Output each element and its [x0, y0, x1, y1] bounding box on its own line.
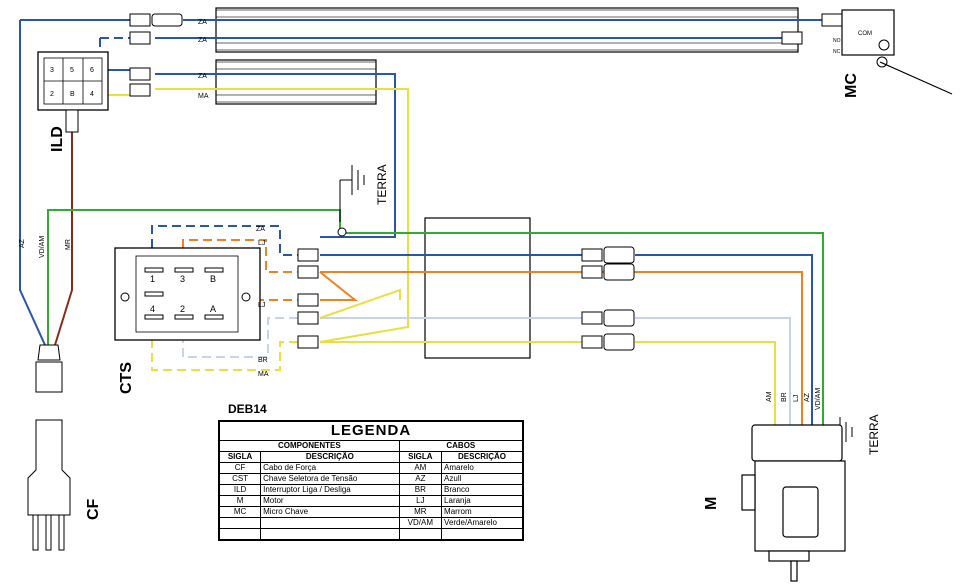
- ild-switch: [37, 51, 109, 133]
- label-cts: CTS: [118, 362, 135, 394]
- ground-label-upper: TERRA: [375, 164, 389, 205]
- cts-wire-tag-2: LJ: [258, 240, 265, 247]
- legend-col-descricao: DESCRIÇÃO: [441, 451, 523, 463]
- cable-sigla: AM: [398, 462, 443, 474]
- cts-terminal-b: B: [210, 274, 216, 284]
- component-sigla: [218, 517, 262, 529]
- cable-descricao: Azull: [441, 473, 523, 485]
- component-sigla: ILD: [218, 484, 262, 496]
- ground-label-motor: TERRA: [867, 414, 881, 455]
- component-descricao: [260, 528, 400, 540]
- top-insulation-strip: [215, 7, 799, 53]
- motor-wire-label-3: LJ: [793, 395, 800, 402]
- cf-cable-label-3: MR: [65, 239, 72, 250]
- cable-sigla: MR: [398, 506, 443, 518]
- cable-sigla: [398, 528, 443, 540]
- component-descricao: Motor: [260, 495, 400, 507]
- label-mc: MC: [843, 73, 860, 98]
- cable-sigla: VD/AM: [398, 517, 443, 529]
- ground-symbol-upper: [337, 165, 365, 237]
- component-descricao: Cabo de Força: [260, 462, 400, 474]
- cts-selector-switch: [114, 247, 261, 341]
- label-motor: M: [703, 497, 720, 510]
- cable-descricao: Laranja: [441, 495, 523, 507]
- ild-terminal-5: 5: [70, 67, 74, 74]
- wire-tag-1: ZA: [198, 19, 207, 26]
- motor-wire-label-1: AM: [766, 391, 773, 402]
- legend-row: [218, 528, 523, 540]
- diagram-code: DEB14: [228, 402, 267, 416]
- ild-terminal-4: 4: [90, 91, 94, 98]
- right-insulation-block: [424, 217, 531, 359]
- cable-descricao: Marrom: [441, 506, 523, 518]
- cts-terminal-1: 1: [150, 274, 155, 284]
- component-descricao: [260, 517, 400, 529]
- component-sigla: MC: [218, 506, 262, 518]
- connectors: [129, 13, 843, 351]
- cable-sigla: AZ: [398, 473, 443, 485]
- legend-components-header: COMPONENTES: [219, 440, 400, 452]
- component-sigla: CF: [218, 462, 262, 474]
- cable-sigla: BR: [398, 484, 443, 496]
- component-descricao: Micro Chave: [260, 506, 400, 518]
- cable-descricao: Branco: [441, 484, 523, 496]
- legend-col-descricao: DESCRIÇÃO: [260, 451, 400, 463]
- component-sigla: [218, 528, 262, 540]
- ild-terminal-6: 6: [90, 67, 94, 74]
- cts-terminal-2: 2: [180, 304, 185, 314]
- component-descricao: Chave Seletora de Tensão: [260, 473, 400, 485]
- mc-terminal-no: NO: [833, 38, 841, 44]
- cf-cable-label-2: VD/AM: [39, 236, 46, 258]
- legend-col-sigla: SIGLA: [218, 451, 262, 463]
- mid-insulation-strip: [215, 59, 377, 105]
- cts-terminal-a: A: [210, 304, 216, 314]
- ild-terminal-3: 3: [50, 67, 54, 74]
- legend-title: LEGENDA: [219, 421, 523, 441]
- component-sigla: M: [218, 495, 262, 507]
- ild-terminal-2: 2: [50, 91, 54, 98]
- mc-terminal-nc: NC: [833, 49, 841, 55]
- label-cf: CF: [85, 498, 102, 520]
- cable-descricao: [441, 528, 523, 540]
- component-descricao: Interruptor Liga / Desliga: [260, 484, 400, 496]
- cts-wire-tag-3: LJ: [258, 302, 265, 309]
- motor-wire-label-5: VD/AM: [815, 388, 822, 410]
- motor: [741, 424, 846, 582]
- wire-tag-3: ZA: [198, 73, 207, 80]
- cable-sigla: LJ: [398, 495, 443, 507]
- wire-tag-2: ZA: [198, 37, 207, 44]
- cable-descricao: Amarelo: [441, 462, 523, 474]
- mc-terminal-com: COM: [858, 31, 872, 37]
- legend-col-sigla: SIGLA: [398, 451, 443, 463]
- cts-terminal-3: 3: [180, 274, 185, 284]
- motor-wire-label-4: AZ: [804, 392, 811, 402]
- ild-terminal-b: B: [70, 91, 75, 98]
- legend-cables-header: CABOS: [398, 440, 524, 452]
- cf-cable-label-1: AZ: [19, 238, 26, 248]
- wire-tag-4: MA: [198, 93, 209, 100]
- power-plug: [27, 344, 71, 551]
- micro-switch: [841, 9, 953, 95]
- component-sigla: CST: [218, 473, 262, 485]
- cts-wire-tag-5: MA: [258, 371, 269, 378]
- label-ild: ILD: [49, 126, 66, 152]
- cts-wire-tag-4: BR: [258, 357, 268, 364]
- legend-table: LEGENDA COMPONENTES CABOS SIGLA DESCRIÇÃ…: [218, 420, 524, 541]
- cts-terminal-4: 4: [150, 304, 155, 314]
- cable-descricao: Verde/Amarelo: [441, 517, 523, 529]
- cts-wire-tag-1: ZA: [256, 226, 265, 233]
- motor-wire-label-2: BR: [781, 392, 788, 402]
